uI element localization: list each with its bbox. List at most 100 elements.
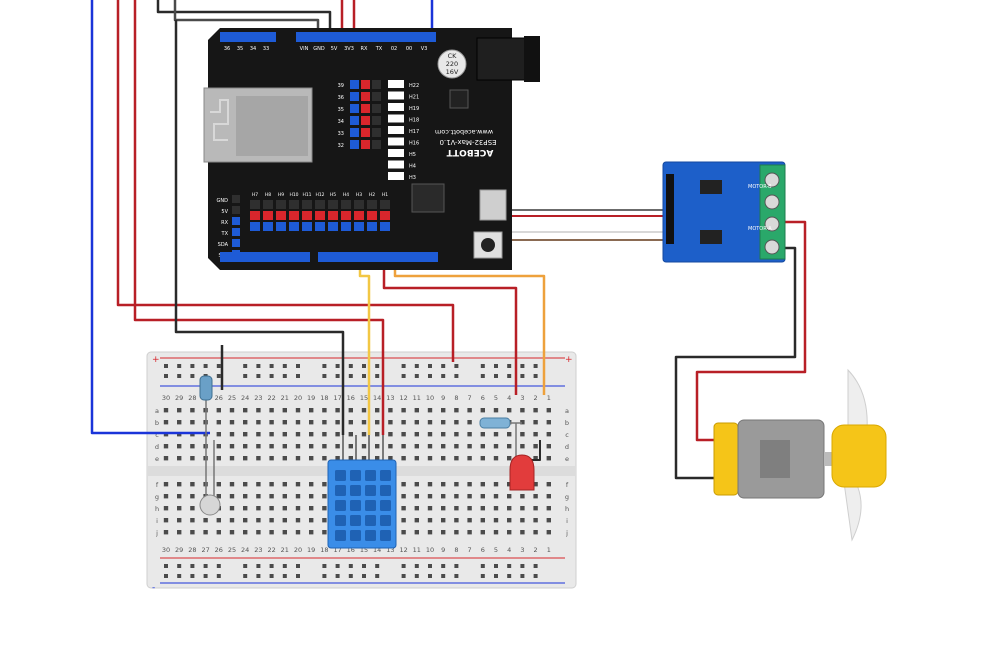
bb-col-label-top: 1 xyxy=(547,394,551,402)
bb-hole xyxy=(414,530,419,535)
wire-red-1 xyxy=(116,0,455,362)
bb-hole xyxy=(441,456,446,461)
bb-col-label-top: 15 xyxy=(360,394,368,402)
led-red xyxy=(509,454,535,491)
bb-col-label-top: 10 xyxy=(426,394,434,402)
bb-hole xyxy=(163,456,169,461)
bb-hole xyxy=(427,444,433,449)
header-mid-label: 39 xyxy=(338,83,344,89)
bb-hole xyxy=(520,506,525,511)
bb-hole xyxy=(190,530,195,535)
bb-hole xyxy=(282,482,287,487)
terminal-screw-1 xyxy=(764,172,780,188)
bb-hole xyxy=(322,420,327,425)
bb-hole xyxy=(401,420,406,425)
bb-col-label-top: 16 xyxy=(347,394,355,402)
bb-hole xyxy=(177,530,182,535)
motor-a-label: MOTOR-A xyxy=(748,226,772,232)
dht-vent xyxy=(335,515,346,526)
bb-hole xyxy=(309,530,314,535)
bb-col-label-bottom: 8 xyxy=(454,546,458,554)
bb-rail-hole xyxy=(428,574,432,578)
bb-rail-hole xyxy=(216,574,221,578)
bb-hole xyxy=(533,444,538,449)
bb-hole xyxy=(243,530,248,535)
bb-rail-hole xyxy=(282,364,287,368)
dht-vent xyxy=(365,485,376,496)
header-right-slot xyxy=(388,160,404,169)
header-bottom-label: H10 xyxy=(289,192,298,198)
bb-hole xyxy=(520,420,525,425)
bb-col-label-top: 12 xyxy=(399,394,407,402)
header-bottom-pin xyxy=(302,200,312,209)
header-pin-label: 00 xyxy=(406,46,412,52)
esp32-shield xyxy=(236,96,308,156)
dht-vent xyxy=(335,470,346,481)
cap-label-2: 220 xyxy=(446,60,458,68)
site-text: www.acebott.com xyxy=(435,128,493,136)
rail-plus-label: + xyxy=(152,355,160,365)
header-bottom-pin xyxy=(354,222,364,231)
bb-hole xyxy=(269,518,274,523)
dht-vent xyxy=(380,500,391,511)
dht-vent xyxy=(335,485,346,496)
bb-hole xyxy=(441,408,446,413)
header-top-right xyxy=(296,32,436,42)
bb-hole xyxy=(190,494,195,499)
bb-hole xyxy=(335,420,340,425)
bb-col-label-bottom: 17 xyxy=(333,546,341,554)
bb-hole xyxy=(295,518,301,523)
bb-rail-hole xyxy=(375,374,380,378)
bb-hole xyxy=(177,482,182,487)
bb-rail-hole xyxy=(520,574,525,578)
bb-col-label-top: 11 xyxy=(413,394,421,402)
resistor-ldr xyxy=(199,375,213,401)
bb-hole xyxy=(454,494,459,499)
bb-hole xyxy=(309,408,314,413)
bb-col-label-bottom: 2 xyxy=(534,546,538,554)
bb-rail-hole xyxy=(441,374,446,378)
bb-hole xyxy=(507,432,512,437)
header-bottom-pin xyxy=(289,211,299,220)
bb-hole xyxy=(533,506,538,511)
bb-rail-hole xyxy=(335,364,340,368)
bb-rail-hole xyxy=(177,574,182,578)
bb-hole xyxy=(295,494,301,499)
motor-shaft xyxy=(824,452,834,466)
bb-hole xyxy=(229,408,235,413)
bb-hole xyxy=(256,408,261,413)
header-bottom-pin xyxy=(263,222,273,231)
bb-hole xyxy=(269,482,274,487)
header-pin-label: 34 xyxy=(250,46,256,52)
bb-hole xyxy=(216,420,221,425)
bb-hole xyxy=(190,444,195,449)
bb-hole xyxy=(441,420,446,425)
bb-hole xyxy=(520,432,525,437)
bb-hole xyxy=(309,506,314,511)
dht-vent xyxy=(350,515,361,526)
bb-hole xyxy=(256,518,261,523)
bb-hole xyxy=(546,444,551,449)
bb-hole xyxy=(163,444,169,449)
bb-col-label-bottom: 5 xyxy=(494,546,498,554)
header-mid-label: 35 xyxy=(338,107,344,113)
header-right-label: H5 xyxy=(409,152,416,158)
bb-col-label-top: 8 xyxy=(454,394,458,402)
header-left-label: RX xyxy=(221,220,228,226)
bb-col-label-top: 9 xyxy=(441,394,445,402)
header-bottom-pin xyxy=(250,200,260,209)
bb-col-label-bottom: 21 xyxy=(281,546,289,554)
bb-col-label-bottom: 26 xyxy=(215,546,223,554)
header-mid-pin xyxy=(361,104,370,113)
header-bottom-pin xyxy=(250,211,260,220)
dht-vent xyxy=(365,515,376,526)
bb-row-label: e xyxy=(565,455,569,463)
bb-hole xyxy=(322,494,327,499)
bb-rail-hole xyxy=(494,364,498,368)
bb-rail-hole xyxy=(454,374,459,378)
bb-hole xyxy=(454,408,459,413)
bb-hole xyxy=(480,506,485,511)
bb-col-label-bottom: 24 xyxy=(241,546,249,554)
bb-hole xyxy=(388,420,393,425)
terminal-screw-2 xyxy=(764,194,780,210)
